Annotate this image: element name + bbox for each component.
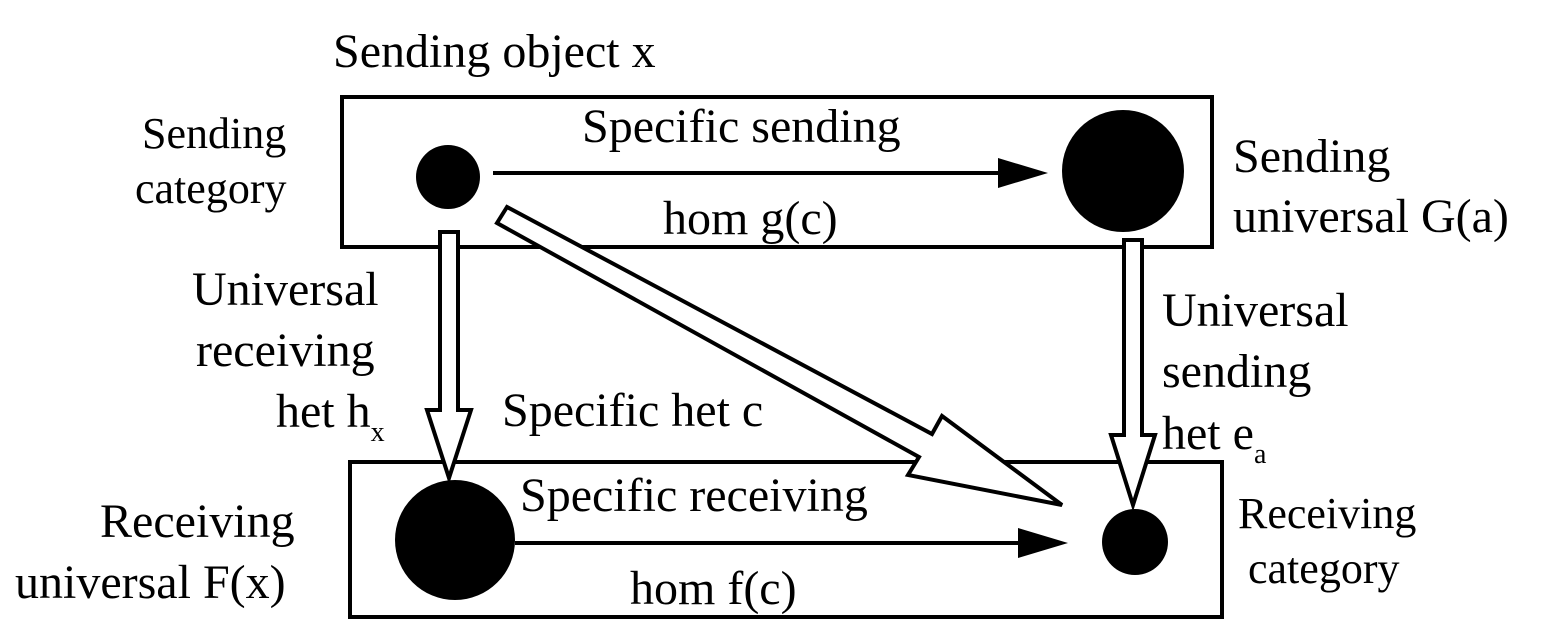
universal-receiving-label-line3: het hx — [276, 385, 385, 448]
sending-universal-label-line1: Sending — [1233, 130, 1390, 183]
sending-object-title: Sending object x — [333, 25, 656, 78]
sending-object-dot — [416, 145, 480, 209]
specific-het-arrow — [494, 204, 1064, 507]
universal-sending-label-line2: sending — [1162, 345, 1311, 398]
specific-het-label: Specific het c — [502, 384, 763, 437]
receiving-universal-label-line2: universal F(x) — [15, 556, 286, 609]
sending-category-label-line2: category — [135, 164, 286, 213]
specific-sending-label: Specific sending — [582, 100, 901, 153]
universal-sending-label-line1: Universal — [1162, 284, 1349, 337]
receiving-universal-dot — [395, 480, 515, 600]
specific-receiving-arrow — [515, 528, 1068, 558]
sending-universal-dot — [1062, 110, 1184, 232]
specific-sending-arrow — [493, 158, 1048, 188]
universal-sending-label-line3: het ea — [1162, 407, 1267, 470]
receiving-category-box — [348, 460, 1224, 619]
hom-g-label: hom g(c) — [663, 192, 838, 245]
sending-category-box — [340, 95, 1214, 249]
sending-universal-label-line2: universal G(a) — [1233, 190, 1509, 243]
receiving-object-dot — [1102, 509, 1168, 575]
hom-f-label: hom f(c) — [630, 562, 797, 615]
receiving-universal-label-line1: Receiving — [100, 495, 295, 548]
sending-category-label-line1: Sending — [142, 109, 286, 158]
specific-receiving-label: Specific receiving — [520, 469, 868, 522]
receiving-category-label-line1: Receiving — [1238, 489, 1416, 538]
universal-receiving-label-line1: Universal — [192, 263, 379, 316]
universal-receiving-het-arrow — [424, 230, 474, 485]
receiving-category-label-line2: category — [1248, 544, 1399, 593]
universal-receiving-label-line2: receiving — [196, 324, 375, 377]
universal-sending-het-arrow — [1108, 238, 1158, 512]
